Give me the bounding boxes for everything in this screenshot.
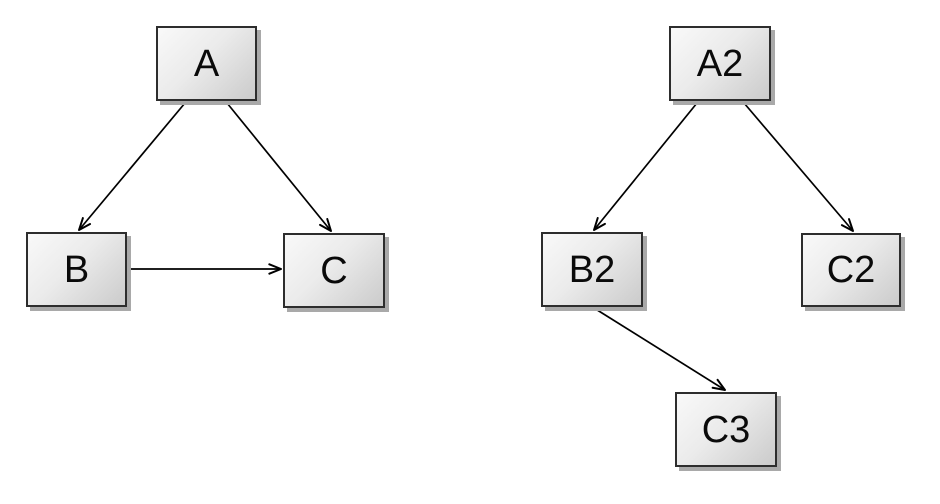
edge-a2-to-c2[interactable] bbox=[743, 102, 854, 232]
node-c[interactable]: C bbox=[283, 233, 385, 308]
node-c2[interactable]: C2 bbox=[801, 233, 901, 307]
node-c3-label: C3 bbox=[701, 408, 751, 451]
node-c-label: C bbox=[320, 249, 348, 292]
node-a2[interactable]: A2 bbox=[669, 26, 771, 101]
node-a[interactable]: A bbox=[156, 26, 257, 101]
edge-a2-to-b2[interactable] bbox=[593, 102, 698, 231]
edge-a-to-c[interactable] bbox=[226, 102, 332, 232]
node-a-label: A bbox=[193, 42, 220, 85]
node-b2-label: B2 bbox=[568, 248, 616, 291]
node-a2-label: A2 bbox=[696, 42, 744, 85]
node-c2-label: C2 bbox=[826, 249, 876, 291]
node-b2[interactable]: B2 bbox=[541, 232, 643, 307]
edge-b2-to-c3[interactable] bbox=[593, 307, 726, 391]
node-c3[interactable]: C3 bbox=[675, 392, 777, 467]
edge-a-to-b[interactable] bbox=[78, 102, 186, 231]
node-b-label: B bbox=[63, 248, 90, 291]
node-b[interactable]: B bbox=[26, 232, 127, 307]
